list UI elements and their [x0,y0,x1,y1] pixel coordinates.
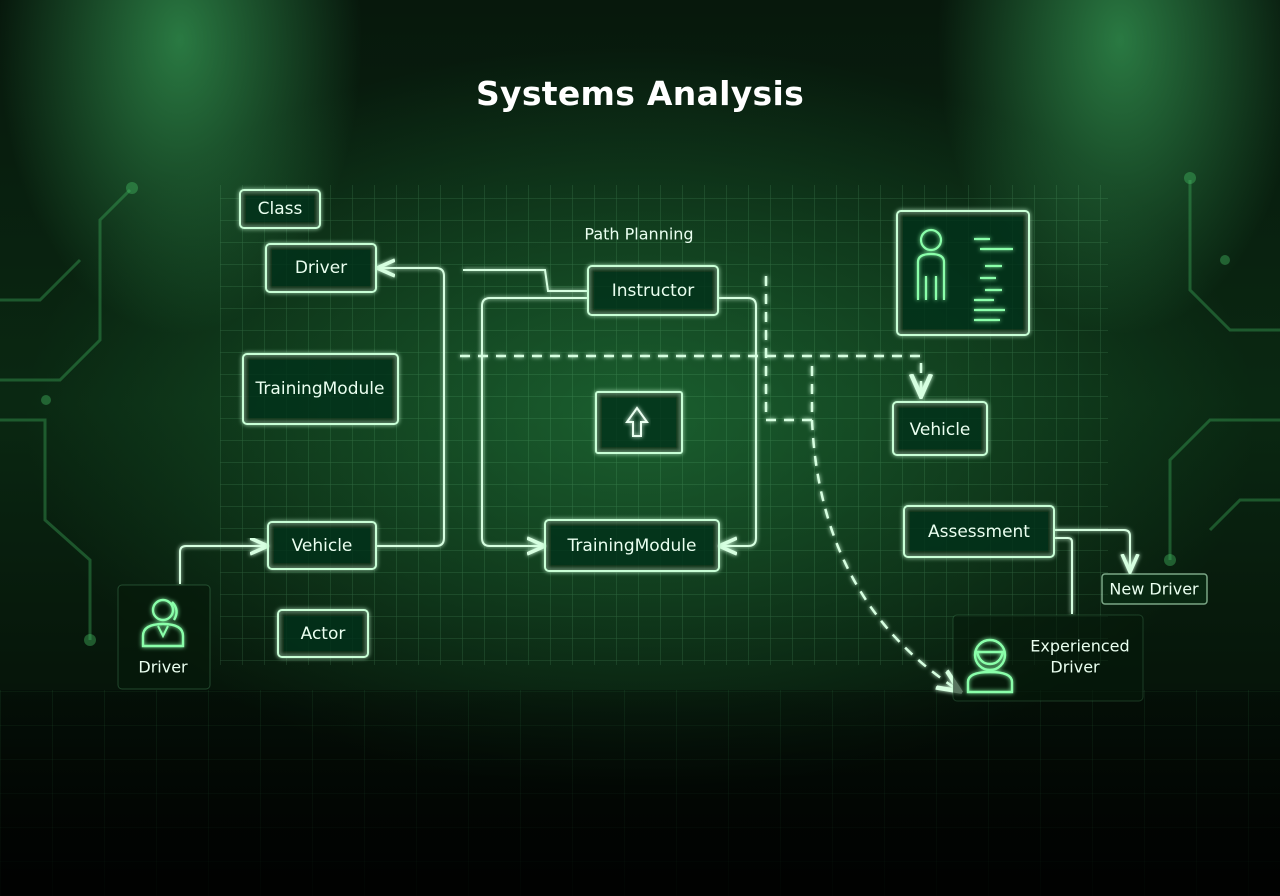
node-assessment-label: Assessment [928,522,1030,542]
edge-dashed-horizontal [460,354,921,394]
node-instructor-label: Instructor [612,281,694,301]
driver-person-icon [141,598,185,648]
edge-instructor-trainingmodule-right [718,297,757,546]
node-vehicle-left[interactable]: Vehicle [267,521,377,570]
page-title: Systems Analysis [475,74,805,113]
edge-instructor-left [463,269,588,292]
node-center-box[interactable] [595,391,683,454]
node-driver-actor-label: Driver [138,658,188,677]
edge-curved-experienced [810,419,958,690]
connectors [179,229,1130,690]
legend-label: Path Planning [584,225,693,244]
node-actor-label: Actor [301,624,346,644]
edge-assessment-newdriver [1054,529,1130,570]
legend: Path Planning [522,225,694,244]
node-class[interactable]: Class [239,189,321,229]
circuit-decoration-left [0,182,138,646]
node-assessment[interactable]: Assessment [903,505,1055,558]
node-vehicle-left-label: Vehicle [292,536,353,556]
node-experienced-driver-label-1: Experienced [1030,637,1129,656]
person-card-icon [916,228,1013,322]
node-experienced-driver-label-2: Driver [1050,658,1100,677]
circuit-decoration-right [1164,172,1280,566]
node-training-module-left[interactable]: TrainingModule [242,353,399,425]
node-class-label: Class [258,199,303,219]
arrow-up-icon [625,406,649,437]
floor-grid [0,690,1280,896]
node-vehicle-right[interactable]: Vehicle [892,401,988,456]
node-experienced-driver[interactable]: Experienced Driver [952,614,1144,702]
edge-driveractor-vehicle [179,546,266,584]
edge-dashed-bracket [764,276,814,422]
node-training-module-center[interactable]: TrainingModule [544,519,720,572]
node-training-module-center-label: TrainingModule [567,536,697,556]
node-instructor[interactable]: Instructor [587,265,719,316]
node-vehicle-right-label: Vehicle [910,420,971,440]
node-driver[interactable]: Driver [265,243,377,293]
edge-vehicle-driver [377,268,445,547]
node-driver-label: Driver [295,258,347,278]
edge-instructor-trainingmodule-left [481,297,588,546]
node-driver-actor[interactable]: Driver [117,584,211,690]
edge-assessment-side [1054,537,1073,614]
node-actor[interactable]: Actor [277,609,369,658]
node-new-driver-label: New Driver [1109,580,1199,599]
node-profile-card[interactable] [896,210,1030,336]
helmet-person-icon [966,638,1014,694]
node-training-module-left-label: TrainingModule [255,379,385,399]
node-new-driver[interactable]: New Driver [1101,573,1208,605]
